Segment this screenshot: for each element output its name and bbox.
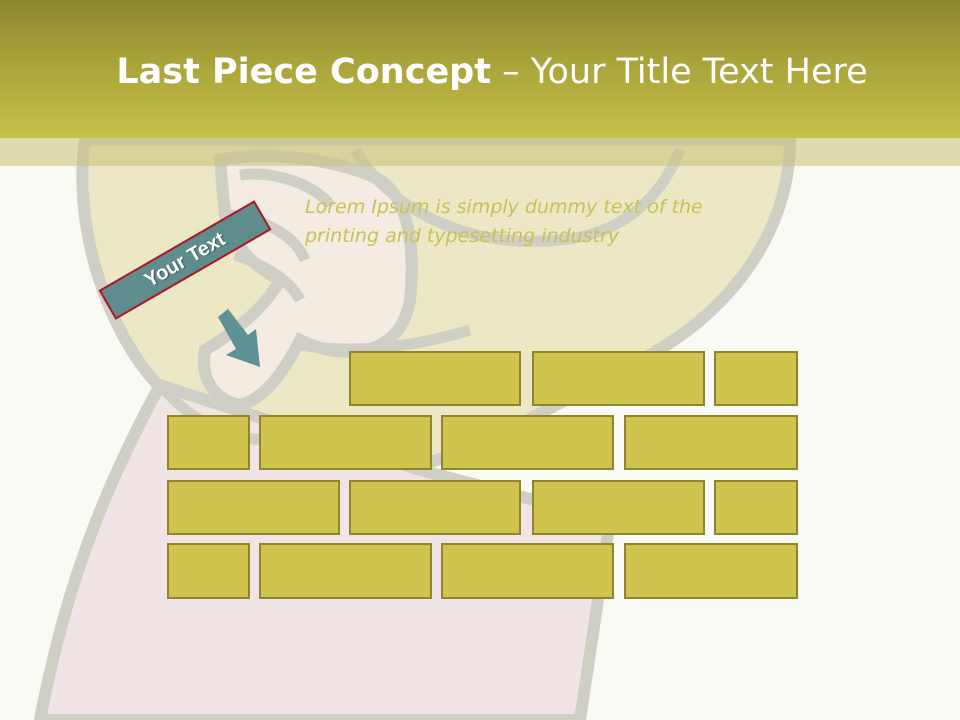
brick [624, 543, 798, 599]
brick [441, 543, 614, 599]
title-bar [0, 0, 960, 138]
brick [349, 351, 521, 406]
brick [259, 543, 432, 599]
brick [259, 415, 432, 470]
slide-title: Last Piece Concept – Your Title Text Her… [0, 52, 960, 92]
title-bold-part: Last Piece Concept [116, 52, 491, 92]
down-right-arrow-icon [218, 309, 260, 367]
brick [167, 415, 250, 470]
finger-line [239, 168, 335, 209]
brick [441, 415, 614, 470]
bulb-base-line [299, 324, 472, 355]
brick [714, 351, 798, 406]
brick [167, 480, 340, 535]
title-regular-part: – Your Title Text Here [502, 52, 868, 92]
brick [624, 415, 798, 470]
brick [167, 543, 250, 599]
body-text: Lorem Ipsum is simply dummy text of the … [305, 196, 703, 247]
inner-curve [350, 147, 686, 247]
title-bar-shadow-band [0, 138, 960, 166]
brick [532, 351, 705, 406]
brick [714, 480, 798, 535]
finger-line [233, 249, 305, 303]
brick [349, 480, 521, 535]
brick [532, 480, 705, 535]
